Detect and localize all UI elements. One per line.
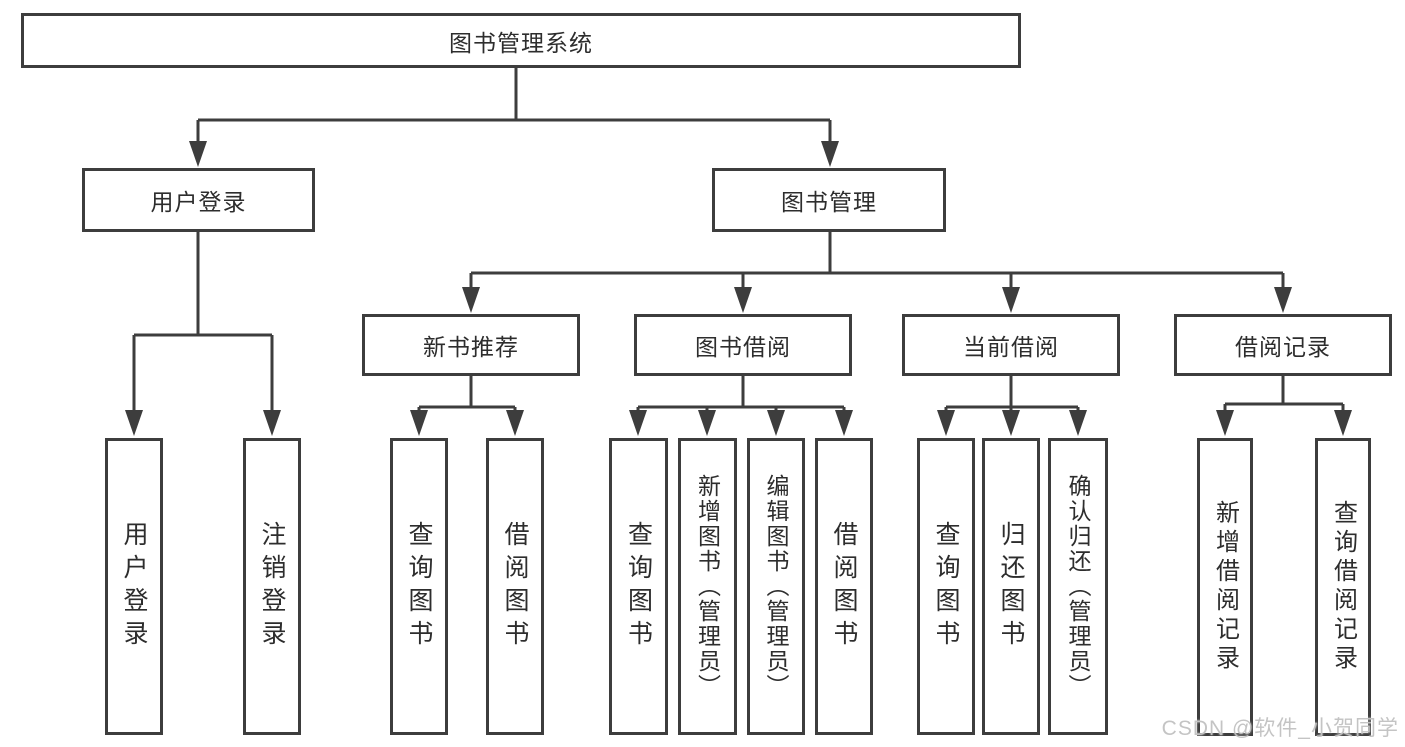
node-label: 用户登录 bbox=[120, 520, 148, 653]
node-label: 归还图书 bbox=[997, 520, 1025, 653]
node-book-management: 图书管理 bbox=[712, 168, 946, 232]
node-label: 查询图书 bbox=[624, 520, 653, 653]
leaf-query-borrow-record: 查询借阅记录 bbox=[1315, 438, 1371, 736]
leaf-query-books-borrowing: 查询图书 bbox=[609, 438, 668, 735]
node-label: 当前借阅 bbox=[963, 334, 1059, 360]
leaf-user-login: 用户登录 bbox=[105, 438, 163, 735]
node-label: 图书借阅 bbox=[695, 334, 791, 360]
node-book-borrowing: 图书借阅 bbox=[634, 314, 852, 376]
node-borrowing-records: 借阅记录 bbox=[1174, 314, 1392, 376]
leaf-add-book-admin: 新增图书（管理员） bbox=[678, 438, 737, 735]
leaf-edit-book-admin: 编辑图书（管理员） bbox=[747, 438, 805, 735]
leaf-query-books-recommend: 查询图书 bbox=[390, 438, 448, 735]
leaf-borrow-books-recommend: 借阅图书 bbox=[486, 438, 544, 735]
leaf-return-book: 归还图书 bbox=[982, 438, 1040, 735]
node-label: 图书管理 bbox=[781, 189, 877, 215]
leaf-confirm-return-admin: 确认归还（管理员） bbox=[1048, 438, 1108, 735]
node-label: 新书推荐 bbox=[423, 334, 519, 360]
node-label: 查询借阅记录 bbox=[1329, 500, 1357, 674]
node-label: 用户登录 bbox=[150, 189, 247, 215]
node-user-login: 用户登录 bbox=[82, 168, 315, 232]
node-label: 确认归还（管理员） bbox=[1065, 474, 1091, 699]
node-label: 新增借阅记录 bbox=[1211, 500, 1239, 674]
leaf-query-books-current: 查询图书 bbox=[917, 438, 975, 735]
node-label: 借阅记录 bbox=[1235, 334, 1331, 360]
node-current-borrowing: 当前借阅 bbox=[902, 314, 1120, 376]
node-label: 查询图书 bbox=[405, 520, 433, 653]
node-label: 借阅图书 bbox=[501, 520, 529, 653]
watermark: CSDN @软件_小贺同学 bbox=[1161, 717, 1399, 740]
node-label: 编辑图书（管理员） bbox=[763, 474, 789, 699]
node-library-system: 图书管理系统 bbox=[21, 13, 1021, 68]
node-label: 新增图书（管理员） bbox=[694, 474, 721, 699]
node-label: 借阅图书 bbox=[830, 520, 858, 653]
node-label: 图书管理系统 bbox=[449, 29, 593, 56]
node-label: 查询图书 bbox=[932, 520, 960, 653]
leaf-logout: 注销登录 bbox=[243, 438, 301, 735]
node-label: 注销登录 bbox=[258, 520, 286, 653]
leaf-borrow-books: 借阅图书 bbox=[815, 438, 873, 735]
node-new-book-recommend: 新书推荐 bbox=[362, 314, 580, 376]
leaf-add-borrow-record: 新增借阅记录 bbox=[1197, 438, 1253, 736]
